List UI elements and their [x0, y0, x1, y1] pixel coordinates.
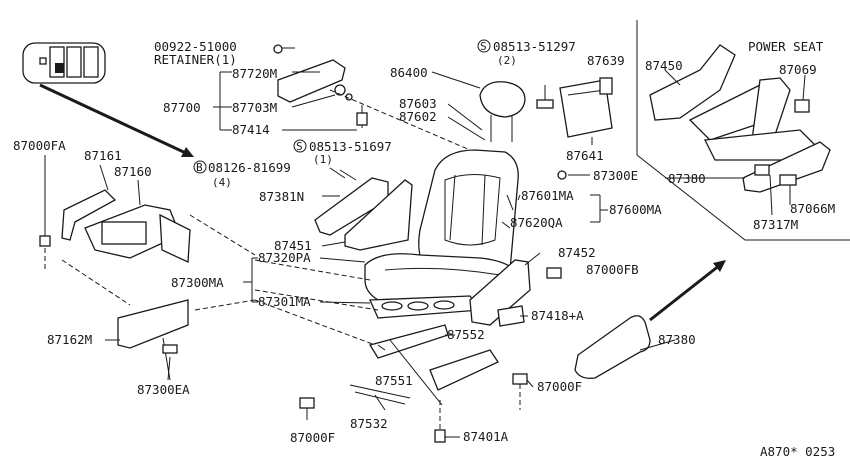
label-00922-51000: 00922-51000 [154, 39, 237, 54]
locator-arrow-head [181, 147, 194, 157]
label-87381N: 87381N [259, 189, 304, 204]
seat-assembly [254, 77, 613, 443]
label-87451: 87451 [274, 238, 312, 253]
b-mark-circle [193, 160, 207, 174]
label-87551: 87551 [375, 373, 413, 388]
s-mark-1: S [296, 140, 303, 153]
left-brackets-group [39, 155, 256, 381]
power-seat-inset [636, 20, 850, 241]
label-08126-81699: 08126-81699 [208, 160, 291, 175]
label-87066M: 87066M [790, 201, 835, 216]
armrest-group [273, 44, 471, 151]
label-87703M: 87703M [232, 100, 277, 115]
label-87000FB: 87000FB [586, 262, 639, 277]
label-87600MA: 87600MA [609, 202, 662, 217]
s-mark-circle-1 [293, 139, 307, 153]
label-87320PA: 87320PA [258, 250, 311, 265]
label-87380-right: 87380 [658, 332, 696, 347]
label-87700: 87700 [163, 100, 201, 115]
label-87300EA: 87300EA [137, 382, 190, 397]
label-retainer: RETAINER(1) [154, 52, 237, 67]
label-power-seat: POWER SEAT [748, 39, 824, 54]
label-87601MA: 87601MA [521, 188, 574, 203]
label-87401A: 87401A [463, 429, 509, 444]
label-08513-51697-qty: (1) [313, 153, 333, 166]
label-08513-51297: 08513-51297 [493, 39, 576, 54]
side-cover-group [574, 260, 726, 379]
label-08513-51697: 08513-51697 [309, 139, 392, 154]
leader-lines [99, 47, 745, 438]
label-87639: 87639 [587, 53, 625, 68]
label-87603: 87603 [399, 96, 437, 111]
label-87161: 87161 [84, 148, 122, 163]
b-mark: B [196, 161, 203, 174]
label-87317M: 87317M [753, 217, 798, 232]
vehicle-locator-thumbnail [22, 42, 106, 84]
label-87452: 87452 [558, 245, 596, 260]
label-87162M: 87162M [47, 332, 92, 347]
label-87532: 87532 [350, 416, 388, 431]
s-mark-circle-2 [477, 39, 491, 53]
label-87602: 87602 [399, 109, 437, 124]
label-08513-51297-qty: (2) [497, 54, 517, 67]
label-87380-inset: 87380 [668, 171, 706, 186]
locator-arrow [39, 83, 191, 157]
label-87300E: 87300E [593, 168, 638, 183]
label-87301MA: 87301MA [258, 294, 311, 309]
label-87300MA: 87300MA [171, 275, 224, 290]
figure-code: A870* 0253 [760, 444, 835, 459]
label-08126-81699-qty: (4) [212, 176, 232, 189]
label-87620QA: 87620QA [510, 215, 563, 230]
label-86400: 86400 [390, 65, 428, 80]
label-87069: 87069 [779, 62, 817, 77]
label-87720M: 87720M [232, 66, 277, 81]
label-87450: 87450 [645, 58, 683, 73]
label-87000F-bottom: 87000F [290, 430, 335, 445]
s-mark-2: S [480, 40, 487, 53]
part-labels: 00922-51000 RETAINER(1) 87720M 87700 877… [13, 39, 835, 459]
label-87160: 87160 [114, 164, 152, 179]
label-87418A: 87418+A [531, 308, 584, 323]
label-87000FA: 87000FA [13, 138, 66, 153]
label-87641: 87641 [566, 148, 604, 163]
label-87414: 87414 [232, 122, 270, 137]
label-87552: 87552 [447, 327, 485, 342]
label-87000F-right: 87000F [537, 379, 582, 394]
